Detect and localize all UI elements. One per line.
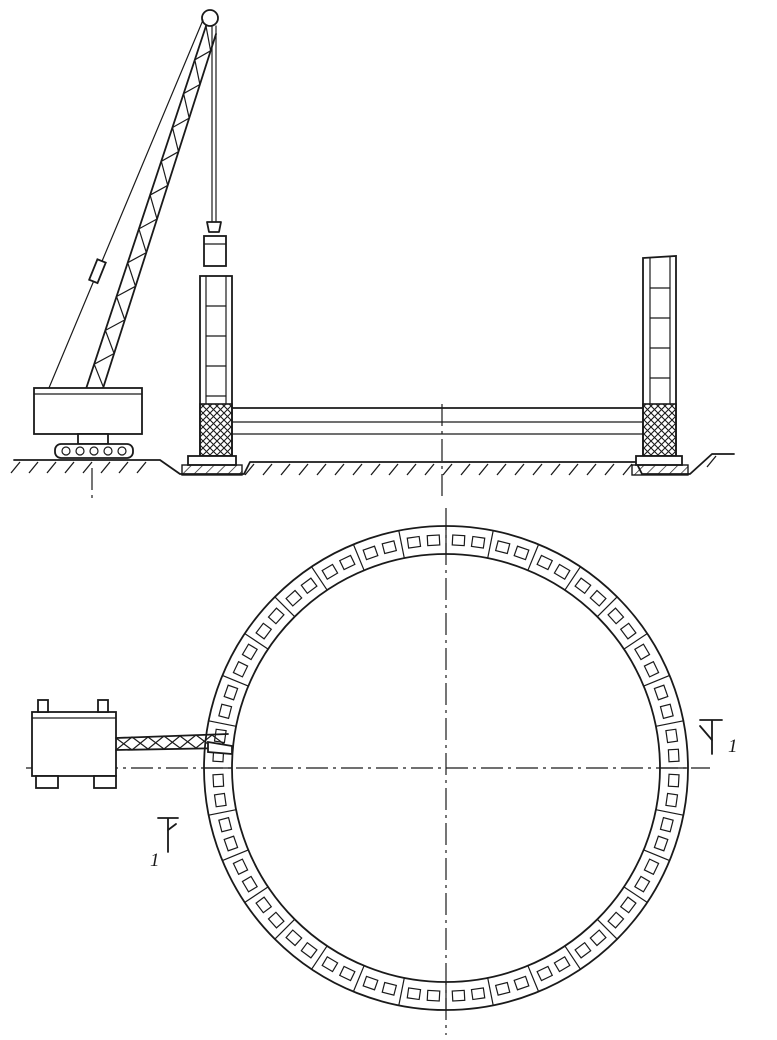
section-mark-right-label: 1 (728, 736, 738, 757)
shaft-ring (203, 525, 689, 1011)
pendant-block (87, 258, 107, 285)
plan-view: 1 1 (26, 508, 738, 1035)
right-wall-column (631, 255, 689, 476)
crane-cab (33, 387, 143, 435)
elevation-view (10, 9, 735, 500)
section-mark-left-label: 1 (150, 850, 160, 871)
lifting-block (203, 221, 227, 267)
crane-undercarriage (54, 433, 134, 459)
left-wall-column (181, 275, 243, 476)
section-mark-right: 1 (699, 719, 738, 757)
crane-boom (82, 25, 217, 405)
section-mark-left: 1 (150, 817, 179, 871)
crane-plan (31, 699, 233, 789)
ground-line (10, 453, 735, 476)
ring-beam (231, 407, 644, 435)
boom-head-sheave (201, 9, 219, 27)
crawler-crane (33, 9, 227, 500)
luffing-line (45, 19, 204, 396)
